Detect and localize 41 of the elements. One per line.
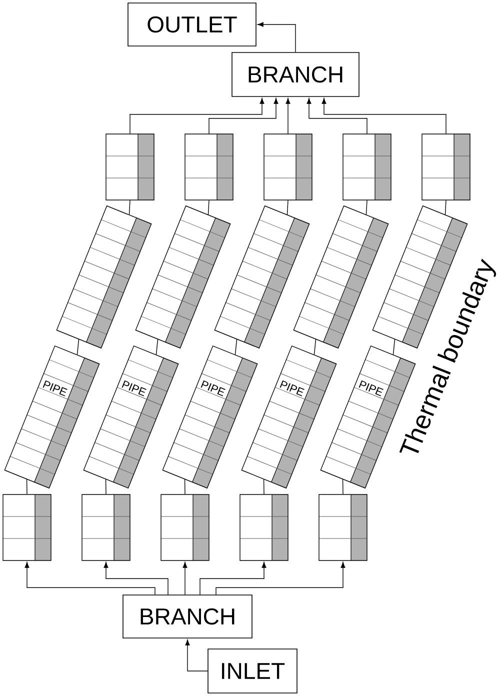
cell-stack: [82, 494, 130, 561]
arrow: [286, 98, 290, 134]
cell-stack: [342, 134, 392, 200]
connector-line: [184, 479, 186, 494]
connector-line: [128, 200, 130, 215]
connector-line: [26, 479, 28, 494]
cell-stack: [2, 494, 52, 561]
cell-stack: [422, 134, 470, 200]
connector-line: [314, 339, 316, 355]
cell-stack: [184, 134, 234, 200]
connector-line: [286, 200, 288, 215]
connector-line: [208, 200, 210, 215]
arrow: [24, 562, 156, 595]
cell-stack: [318, 494, 368, 561]
arrow: [182, 562, 188, 595]
connector-line: [263, 479, 264, 494]
connector-line: [156, 339, 158, 355]
arrow: [216, 562, 346, 595]
cell-stack: [240, 494, 288, 561]
arrow: [322, 98, 446, 134]
arrow: [306, 98, 368, 134]
connector-line: [366, 200, 368, 215]
arrow: [258, 22, 296, 52]
cell-stack: [106, 134, 154, 200]
arrow: [200, 562, 266, 595]
connector-line: [76, 339, 80, 355]
connector-line: [234, 339, 238, 355]
label-box: BRANCH: [232, 52, 360, 97]
cell-stack: [264, 134, 312, 200]
label-box: BRANCH: [122, 594, 252, 638]
label-box: INLET: [208, 648, 298, 694]
connector-line: [444, 200, 446, 215]
connector-line: [392, 339, 396, 355]
cell-stack: [160, 494, 210, 561]
arrow: [104, 562, 168, 595]
connector-line: [105, 479, 106, 494]
label-box: OUTLET: [128, 2, 256, 46]
connector-line: [342, 479, 344, 494]
arrow: [208, 98, 278, 134]
arrow: [185, 640, 208, 672]
arrow: [130, 98, 264, 134]
